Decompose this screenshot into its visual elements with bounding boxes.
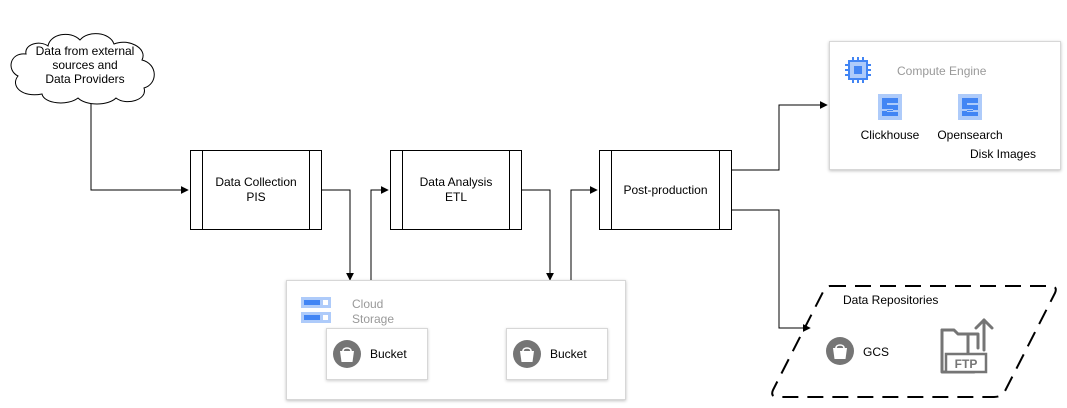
opensearch-label: Opensearch bbox=[937, 128, 1003, 142]
bucket-icon bbox=[513, 340, 541, 368]
bucket-label-1: Bucket bbox=[370, 347, 407, 361]
cloud-storage-icon bbox=[301, 297, 331, 323]
edge-source-to-collection bbox=[90, 97, 189, 194]
gcs-label: GCS bbox=[863, 345, 890, 359]
bucket-icon bbox=[333, 340, 361, 368]
opensearch-disk-image-icon bbox=[958, 94, 982, 120]
source-cloud-shape bbox=[10, 33, 155, 105]
edge-postproduction-to-repositories bbox=[732, 209, 811, 332]
bucket-card-1: Bucket bbox=[326, 328, 428, 380]
edge-collection-to-storage bbox=[322, 189, 354, 281]
bucket-label-2: Bucket bbox=[550, 347, 587, 361]
step-post-production-label: Post-production bbox=[623, 182, 708, 197]
step-post-production: Post-production bbox=[599, 150, 732, 230]
source-cloud-label: Data from external sources and Data Prov… bbox=[35, 44, 135, 86]
step-data-analysis: Data Analysis ETL bbox=[390, 150, 522, 230]
ftp-icon: FTP bbox=[940, 318, 994, 374]
ftp-icon-label: FTP bbox=[955, 357, 978, 371]
compute-engine-icon bbox=[845, 57, 871, 83]
edge-storage-to-analysis bbox=[370, 186, 389, 280]
cloud-storage-title: Cloud Storage bbox=[352, 297, 395, 326]
edge-storage-to-postproduction bbox=[570, 186, 598, 280]
gcs-icon bbox=[826, 337, 854, 365]
data-repositories-boundary bbox=[771, 285, 1057, 398]
cloud-storage-panel: Cloud Storage Bucket Bucket bbox=[286, 280, 626, 400]
step-data-analysis-label: Data Analysis ETL bbox=[419, 175, 493, 204]
edge-analysis-to-storage bbox=[522, 189, 554, 281]
step-data-collection-label: Data Collection PIS bbox=[215, 175, 297, 204]
compute-engine-title: Compute Engine bbox=[897, 64, 987, 78]
step-data-collection: Data Collection PIS bbox=[190, 150, 322, 230]
bucket-card-2: Bucket bbox=[506, 328, 608, 380]
clickhouse-label: Clickhouse bbox=[860, 128, 920, 142]
data-repositories-title: Data Repositories bbox=[843, 293, 939, 307]
edge-postproduction-to-compute bbox=[732, 101, 828, 171]
disk-images-caption: Disk Images bbox=[970, 147, 1037, 161]
compute-engine-panel: Compute Engine Clickhouse Opensearch Dis… bbox=[829, 41, 1061, 170]
clickhouse-disk-image-icon bbox=[878, 94, 902, 120]
